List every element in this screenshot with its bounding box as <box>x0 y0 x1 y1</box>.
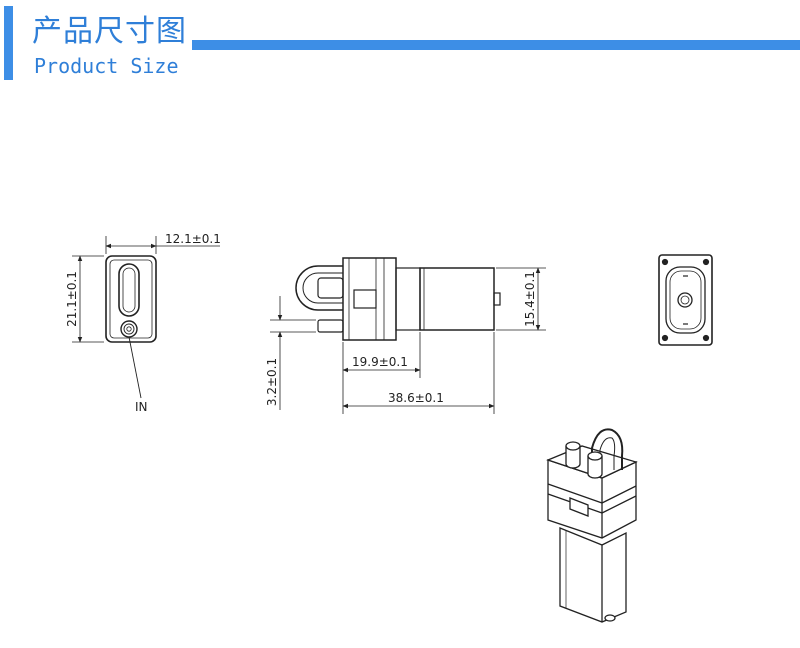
header-accent-bar <box>4 6 13 80</box>
rear-view <box>658 254 713 346</box>
total-length-dimension <box>342 332 495 414</box>
front-width-label: 12.1±0.1 <box>165 232 221 246</box>
side-view <box>295 257 501 341</box>
side-height-dimension <box>496 267 546 331</box>
total-length-label: 38.6±0.1 <box>388 391 444 405</box>
port-offset-label: 3.2±0.1 <box>265 358 279 406</box>
page-title-english: Product Size <box>34 54 179 78</box>
head-length-dimension <box>342 332 421 414</box>
front-height-dimension <box>72 255 104 343</box>
in-port-leader <box>128 336 142 399</box>
head-length-label: 19.9±0.1 <box>352 355 408 369</box>
port-offset-dimension <box>270 296 316 410</box>
in-port-label: IN <box>135 400 148 414</box>
header-rule <box>192 40 800 50</box>
front-view <box>105 255 157 343</box>
page-title-chinese: 产品尺寸图 <box>32 14 187 49</box>
front-height-label: 21.1±0.1 <box>65 271 79 327</box>
side-height-label: 15.4±0.1 <box>523 271 537 327</box>
isometric-view <box>546 428 638 623</box>
front-width-dimension <box>105 236 220 254</box>
